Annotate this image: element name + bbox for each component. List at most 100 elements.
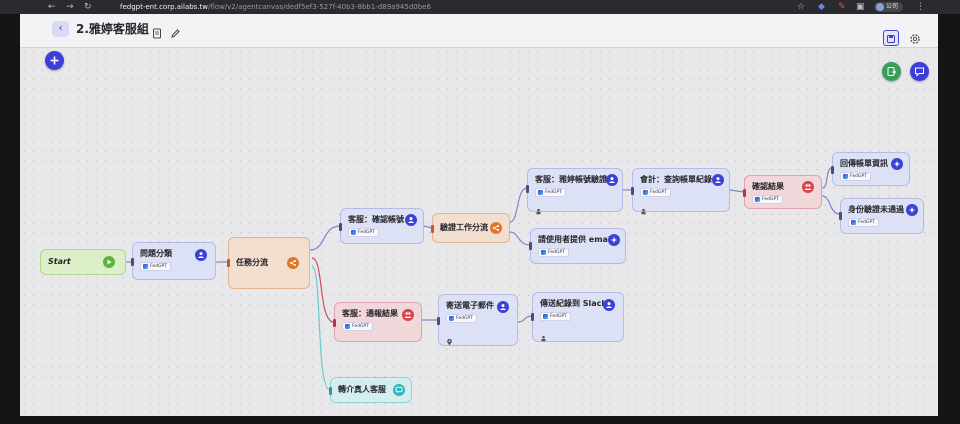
node-label: 寄送電子郵件 bbox=[446, 301, 494, 310]
chat-button[interactable] bbox=[910, 62, 929, 81]
node-label: 驗證工作分流 bbox=[440, 223, 488, 232]
node-problem-classify[interactable]: 問題分類 FedGPT bbox=[131, 242, 216, 280]
node-send-slack[interactable]: 傳送紀錄到 Slack FedGPT bbox=[531, 292, 624, 342]
profile-chip[interactable]: 公司 bbox=[874, 2, 904, 12]
forward-arrow-icon[interactable]: → bbox=[66, 2, 74, 12]
pencil-icon[interactable] bbox=[170, 24, 181, 38]
user-tool-icon bbox=[640, 200, 647, 215]
edge-accounting-result bbox=[729, 189, 745, 193]
node-label: 傳送紀錄到 Slack bbox=[540, 299, 607, 308]
input-handle[interactable] bbox=[227, 259, 230, 267]
app-window: ‹ 2.雅婷客服組 bbox=[20, 14, 938, 416]
node-ask-email[interactable]: 請使用者提供 email FedGPT bbox=[529, 228, 626, 264]
extension-icon[interactable]: ◆ bbox=[818, 2, 825, 12]
model-badge: FedGPT bbox=[348, 228, 379, 237]
edge-verify-yating bbox=[509, 187, 528, 223]
node-cs-yating-verify[interactable]: 客服：雅婷帳號驗證 FedGPT bbox=[526, 168, 623, 215]
node-label: 客服：確認帳號 bbox=[348, 215, 404, 224]
back-arrow-icon[interactable]: ← bbox=[48, 2, 56, 12]
people-icon[interactable] bbox=[402, 309, 414, 321]
input-handle[interactable] bbox=[131, 258, 134, 266]
back-button[interactable]: ‹ bbox=[52, 21, 69, 37]
flow-canvas[interactable] bbox=[20, 48, 938, 416]
export-button[interactable] bbox=[882, 62, 901, 81]
agent-icon[interactable] bbox=[195, 249, 207, 261]
settings-button[interactable] bbox=[908, 31, 922, 45]
node-return-bill[interactable]: 回傳帳單資訊 FedGPT bbox=[831, 152, 910, 186]
model-badge: FedGPT bbox=[342, 322, 373, 331]
document-icon[interactable] bbox=[152, 24, 163, 39]
edge-task-report bbox=[311, 257, 335, 323]
address-bar[interactable]: fedgpt-ent.corp.ailabs.tw/flow/v2/agentc… bbox=[120, 1, 431, 13]
chat-icon[interactable] bbox=[393, 384, 405, 396]
model-badge: FedGPT bbox=[140, 262, 171, 271]
input-handle[interactable] bbox=[839, 212, 842, 220]
node-cs-report[interactable]: 客服：通報結果 FedGPT bbox=[333, 302, 422, 342]
share-icon[interactable] bbox=[490, 222, 502, 234]
fedgpt-logo-icon bbox=[843, 174, 848, 179]
puzzle-icon[interactable]: ▣ bbox=[856, 2, 865, 12]
pin-tool-icon bbox=[446, 331, 453, 346]
edge-task-human bbox=[311, 265, 331, 391]
plus-icon bbox=[50, 56, 59, 65]
node-verify-route[interactable]: 驗證工作分流 bbox=[431, 213, 510, 243]
node-task-route[interactable]: 任務分流 bbox=[227, 237, 310, 289]
save-icon bbox=[887, 35, 895, 43]
save-button[interactable] bbox=[883, 30, 899, 46]
node-id-failed[interactable]: 身份驗證未通過 FedGPT bbox=[839, 198, 924, 234]
sparkle-icon[interactable] bbox=[906, 204, 918, 216]
model-badge: FedGPT bbox=[446, 314, 477, 323]
user-tool-icon bbox=[535, 200, 542, 215]
gear-icon bbox=[910, 34, 920, 44]
play-icon[interactable] bbox=[103, 256, 115, 268]
node-transfer-human[interactable]: 轉介真人客服 bbox=[329, 377, 412, 403]
agent-icon[interactable] bbox=[603, 299, 615, 311]
sparkle-icon[interactable] bbox=[608, 234, 620, 246]
input-handle[interactable] bbox=[329, 387, 332, 395]
chat-icon bbox=[915, 67, 924, 77]
node-accounting-query[interactable]: 會計：查詢帳單紀錄 FedGPT bbox=[631, 168, 730, 215]
input-handle[interactable] bbox=[437, 317, 440, 325]
input-handle[interactable] bbox=[831, 166, 834, 174]
more-menu-icon[interactable]: ⋮ bbox=[916, 2, 925, 12]
node-label: 任務分流 bbox=[236, 258, 268, 267]
input-handle[interactable] bbox=[333, 319, 336, 327]
node-send-email[interactable]: 寄送電子郵件 FedGPT bbox=[437, 294, 518, 346]
node-start[interactable]: Start bbox=[40, 249, 126, 275]
model-badge: FedGPT bbox=[848, 218, 879, 227]
input-handle[interactable] bbox=[631, 187, 634, 195]
input-handle[interactable] bbox=[431, 225, 434, 233]
model-badge: FedGPT bbox=[840, 172, 871, 181]
fedgpt-logo-icon bbox=[351, 230, 356, 235]
input-handle[interactable] bbox=[743, 189, 746, 197]
share-icon[interactable] bbox=[287, 257, 299, 269]
people-icon[interactable] bbox=[802, 181, 814, 193]
app-header: ‹ 2.雅婷客服組 bbox=[20, 14, 938, 48]
node-label: 轉介真人客服 bbox=[338, 385, 386, 394]
fedgpt-logo-icon bbox=[538, 190, 543, 195]
sparkle-icon[interactable] bbox=[891, 158, 903, 170]
agent-icon[interactable] bbox=[497, 301, 509, 313]
node-label: 客服：雅婷帳號驗證 bbox=[535, 175, 607, 184]
node-confirm-result[interactable]: 確認結果 FedGPT bbox=[743, 175, 822, 209]
star-icon[interactable]: ☆ bbox=[797, 2, 806, 12]
extension-red-icon[interactable]: ✎ bbox=[838, 2, 846, 12]
input-handle[interactable] bbox=[339, 223, 342, 231]
add-node-button[interactable] bbox=[45, 51, 64, 70]
browser-toolbar: ← → ↻ fedgpt-ent.corp.ailabs.tw/flow/v2/… bbox=[0, 0, 960, 14]
url-host: fedgpt-ent.corp.ailabs.tw bbox=[120, 3, 209, 11]
url-path: /flow/v2/agentcanvas/dedf5ef3-527f-40b3-… bbox=[208, 3, 431, 11]
model-badge: FedGPT bbox=[538, 248, 569, 257]
edge-email-slack bbox=[517, 315, 533, 323]
reload-icon[interactable]: ↻ bbox=[84, 2, 92, 12]
input-handle[interactable] bbox=[529, 242, 532, 250]
agent-icon[interactable] bbox=[405, 214, 417, 226]
agent-icon[interactable] bbox=[606, 174, 618, 186]
node-cs-confirm-account[interactable]: 客服：確認帳號 FedGPT bbox=[339, 208, 424, 244]
node-label: 回傳帳單資訊 bbox=[840, 159, 888, 168]
user-tool-icon bbox=[540, 327, 547, 342]
agent-icon[interactable] bbox=[712, 174, 724, 186]
input-handle[interactable] bbox=[531, 313, 534, 321]
input-handle[interactable] bbox=[526, 185, 529, 193]
